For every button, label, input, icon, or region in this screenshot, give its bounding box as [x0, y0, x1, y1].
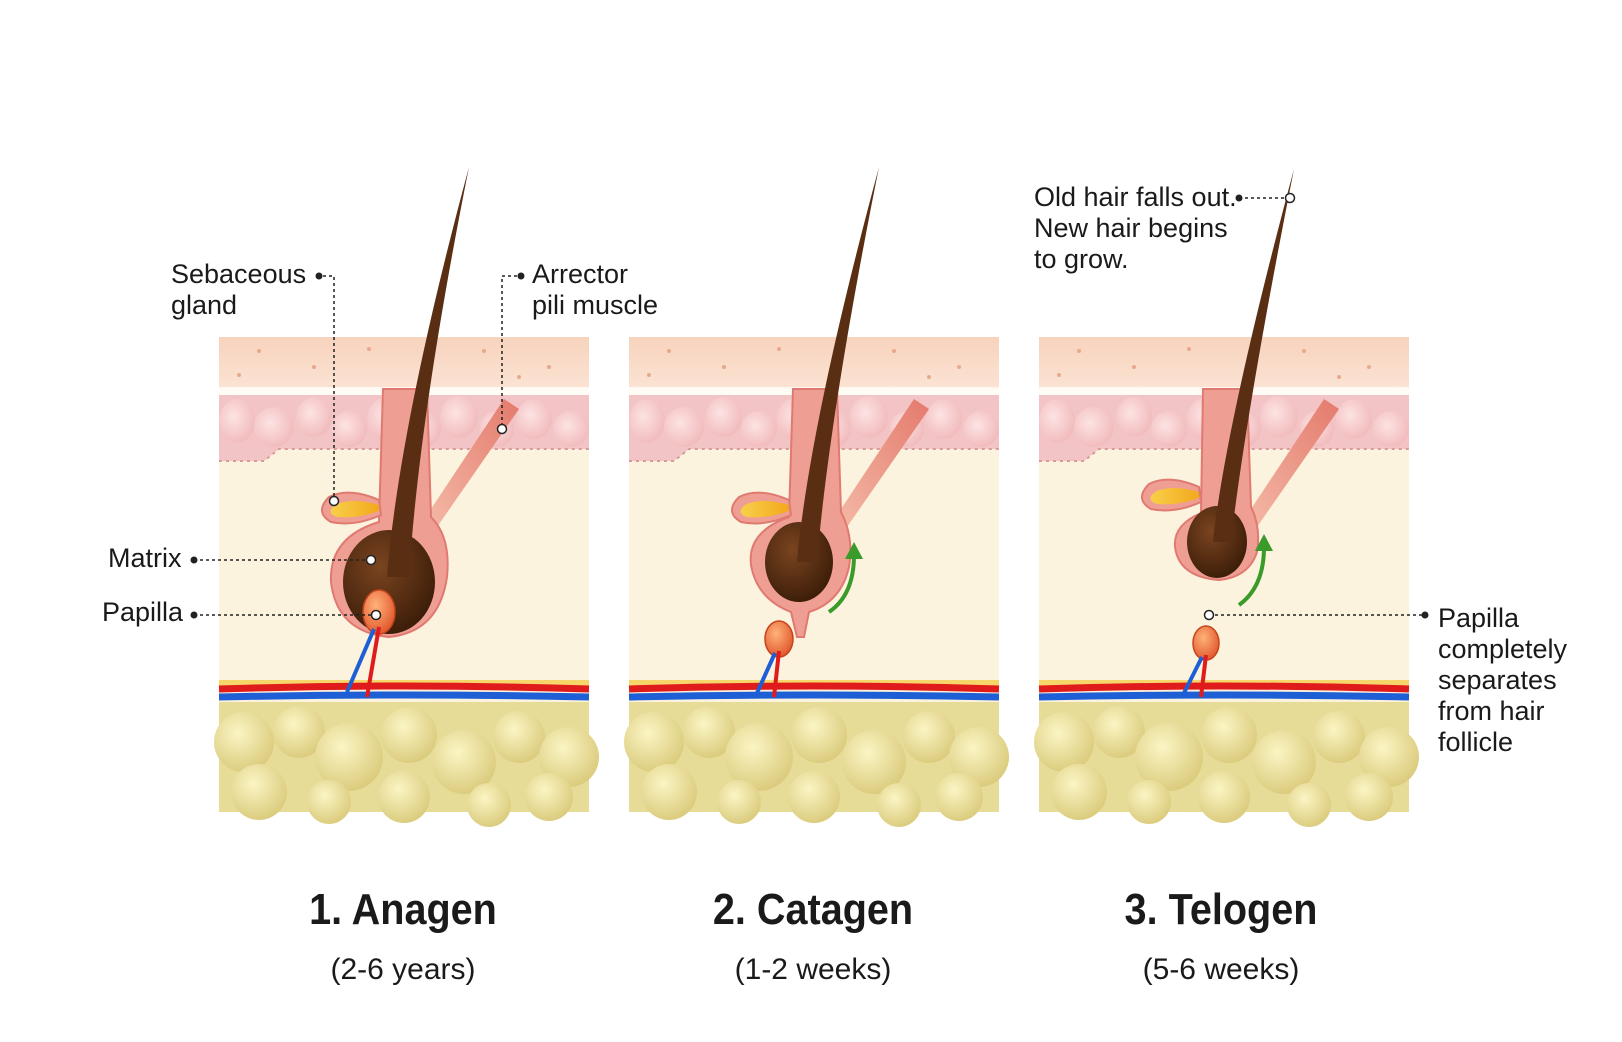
catagen-panel [624, 167, 1009, 827]
label-sebaceous-gland: Sebaceous gland [171, 259, 307, 320]
upward-arrow [827, 554, 856, 614]
telogen-panel [1034, 169, 1419, 827]
label-papilla: Papilla [102, 597, 184, 627]
stage-duration-catagen: (1-2 weeks) [734, 953, 892, 986]
label-arrector-pili: Arrector pili muscle [532, 259, 659, 320]
arrector-pili-muscle [1247, 399, 1339, 527]
stage-duration-anagen: (2-6 years) [330, 953, 476, 986]
stage-title-catagen: 2. Catagen [712, 885, 914, 934]
arrector-pili-muscle [837, 399, 929, 527]
label-papilla-separates: Papilla completely separates from hair f… [1438, 603, 1568, 757]
leader-dots [190, 192, 1429, 621]
stage-duration-telogen: (5-6 weeks) [1142, 953, 1300, 986]
hair-shaft [387, 167, 469, 577]
stage-title-telogen: 3. Telogen [1124, 885, 1318, 934]
anagen-panel [214, 167, 599, 827]
hair-shaft [797, 167, 879, 562]
leader-lines [194, 197, 1425, 616]
hair-shaft [1213, 169, 1294, 542]
stage-title-anagen: 1. Anagen [309, 885, 497, 934]
upward-arrow [1237, 546, 1266, 607]
dermal-papilla [1192, 625, 1220, 661]
arrector-pili-muscle [427, 399, 519, 527]
label-old-hair: Old hair falls out. New hair begins to g… [1034, 182, 1237, 274]
label-matrix: Matrix [108, 543, 182, 573]
